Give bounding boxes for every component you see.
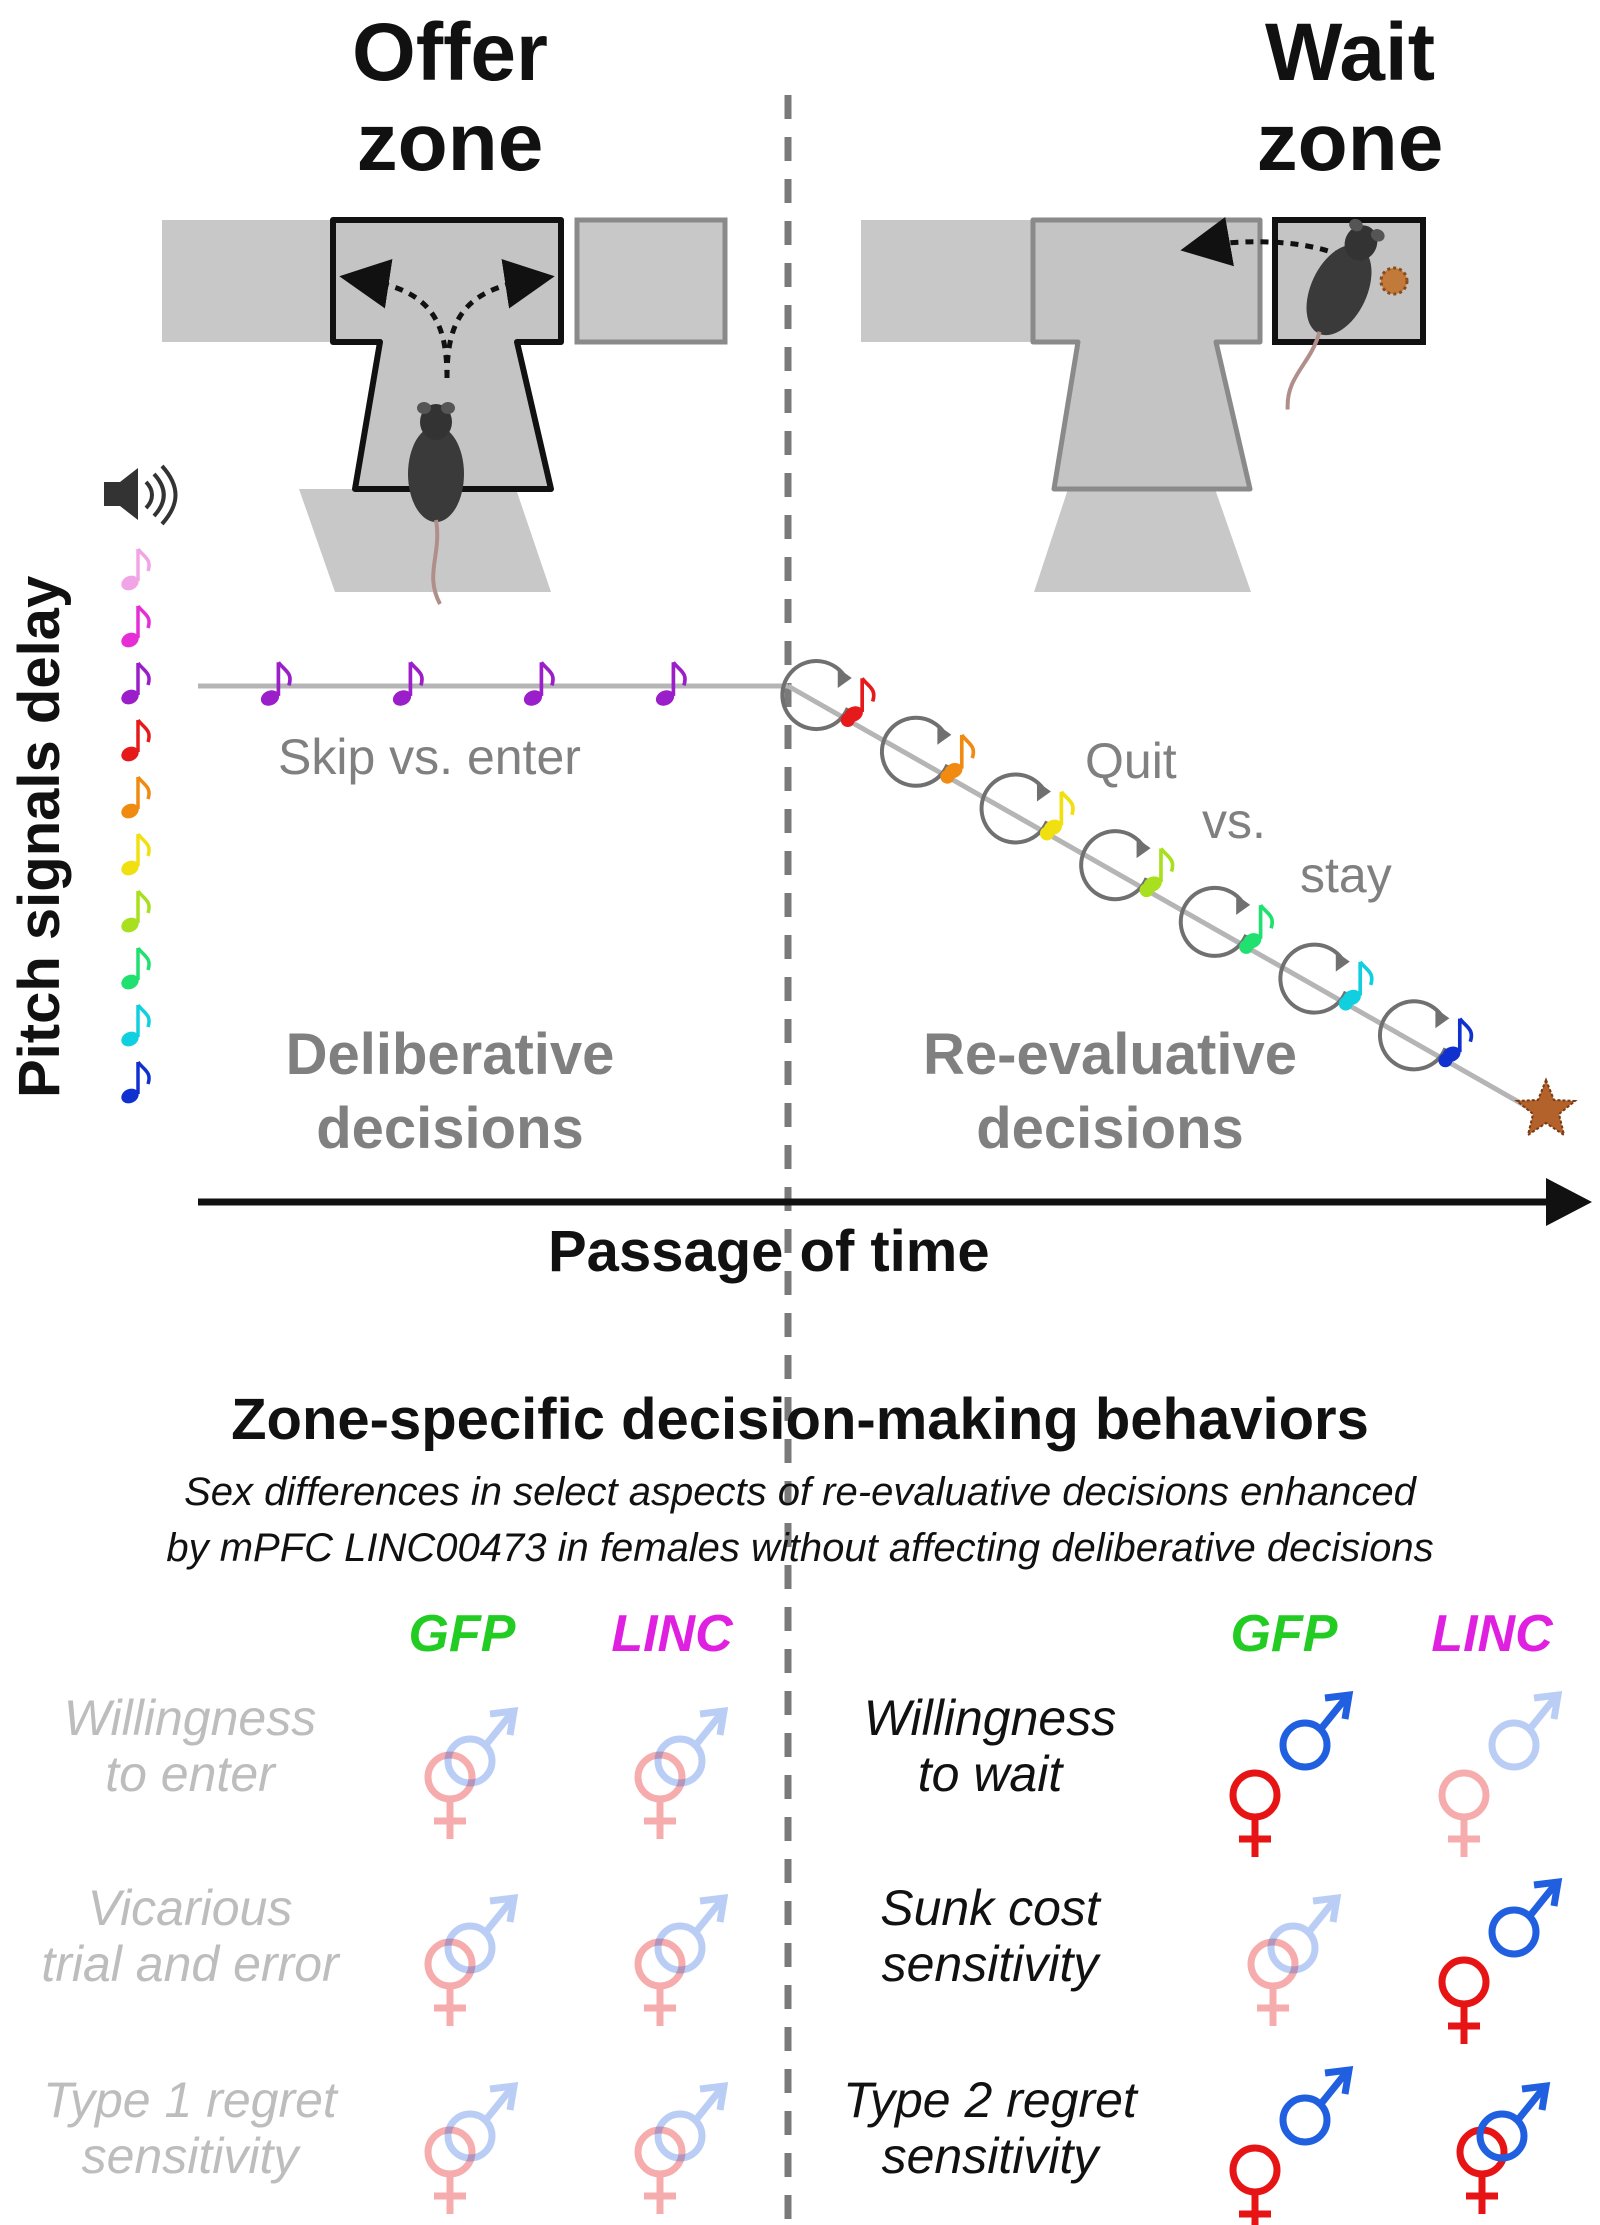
male-symbol-icon (654, 1893, 729, 1974)
male-symbol-icon (654, 1706, 729, 1787)
offer-row-label: Type 1 regret sensitivity (43, 2072, 337, 2184)
quit-label: Quit (1085, 733, 1177, 789)
deliberative-decisions-label: Deliberative decisions (285, 1022, 615, 1161)
linc-header-offer: LINC (611, 1605, 733, 1663)
female-symbol-icon (424, 1751, 476, 1839)
male-symbol-icon (1279, 1690, 1354, 1771)
music-note-icon (121, 1003, 151, 1047)
music-note-icon (121, 889, 151, 933)
male-symbol-icon (444, 2081, 519, 2162)
music-note-icon (1143, 847, 1175, 892)
skip-vs-enter-label: Skip vs. enter (278, 729, 581, 785)
music-note-icon (392, 661, 424, 706)
loop-arrow-icon (1378, 999, 1450, 1072)
male-symbol-icon (1279, 2065, 1354, 2146)
y-axis-label: Pitch signals delay (7, 575, 72, 1098)
wait-zone-maze (861, 210, 1426, 592)
offer-zone-maze (162, 217, 728, 606)
music-note-icon (655, 661, 687, 706)
music-note-icon (121, 718, 151, 762)
male-symbol-icon (1488, 1877, 1563, 1958)
music-note-icon (121, 946, 151, 990)
wait-zone-title: Wait zone (1256, 7, 1444, 188)
reward-star-icon (1514, 1077, 1578, 1138)
loop-arrow-icon (1278, 942, 1350, 1015)
time-axis-arrowhead (1546, 1178, 1592, 1226)
female-symbol-icon (1229, 2144, 1281, 2225)
music-note-icon (1243, 904, 1274, 949)
wait-timeline (786, 683, 1547, 1120)
male-symbol-icon (1476, 2081, 1551, 2162)
female-symbol-icon (1438, 1769, 1490, 1857)
vs-label: vs. (1202, 793, 1266, 849)
loop-arrow-icon (880, 715, 952, 788)
loop-arrow-icon (1178, 885, 1251, 958)
speaker-icon (104, 464, 178, 526)
music-note-icon (121, 1060, 151, 1104)
behaviors-title: Zone-specific decision-making behaviors (231, 1387, 1369, 1452)
offer-zone-title: Offer zone (352, 7, 548, 188)
reevaluative-decisions-label: Re-evaluative decisions (923, 1022, 1297, 1161)
music-note-icon (844, 677, 876, 722)
gfp-header-offer: GFP (408, 1605, 516, 1663)
music-note-icon (944, 733, 976, 779)
behaviors-subtitle: Sex differences in select aspects of re-… (166, 1470, 1434, 1570)
music-note-icon (121, 775, 151, 819)
female-symbol-icon (634, 1751, 686, 1839)
x-axis-label: Passage of time (548, 1219, 990, 1284)
loop-arrow-icon (979, 772, 1051, 845)
music-note-icon (121, 661, 151, 705)
loop-arrow-icon (780, 659, 852, 732)
female-symbol-icon (1247, 1938, 1299, 2026)
reward-pellet-icon (1379, 266, 1409, 296)
linc-header-wait: LINC (1431, 1605, 1553, 1663)
music-note-icon (1043, 790, 1075, 836)
stay-label: stay (1300, 847, 1392, 903)
offer-row-label: Willingness to enter (63, 1690, 317, 1802)
female-symbol-icon (1229, 1769, 1281, 1857)
music-note-icon (121, 604, 151, 648)
female-symbol-icon (1438, 1956, 1490, 2044)
male-symbol-icon (654, 2081, 729, 2162)
wait-row-label: Willingness to wait (863, 1690, 1117, 1802)
male-symbol-icon (1488, 1690, 1563, 1771)
wait-row-label: Sunk cost sensitivity (880, 1880, 1100, 1992)
music-note-icon (121, 832, 151, 876)
offer-row-label: Vicarious trial and error (41, 1880, 339, 1992)
music-note-icon (1342, 960, 1374, 1006)
male-symbol-icon (1267, 1893, 1342, 1974)
music-note-icon (523, 661, 555, 706)
music-note-icon (1442, 1017, 1474, 1063)
music-note-icon (260, 661, 292, 706)
female-symbol-icon (424, 2126, 476, 2214)
male-symbol-icon (444, 1706, 519, 1787)
female-symbol-icon (424, 1938, 476, 2026)
male-symbol-icon (444, 1893, 519, 1974)
gfp-header-wait: GFP (1230, 1605, 1338, 1663)
wait-row-label: Type 2 regret sensitivity (843, 2072, 1137, 2184)
female-symbol-icon (634, 2126, 686, 2214)
female-symbol-icon (634, 1938, 686, 2026)
loop-arrow-icon (1079, 829, 1151, 902)
music-note-icon (121, 547, 151, 591)
